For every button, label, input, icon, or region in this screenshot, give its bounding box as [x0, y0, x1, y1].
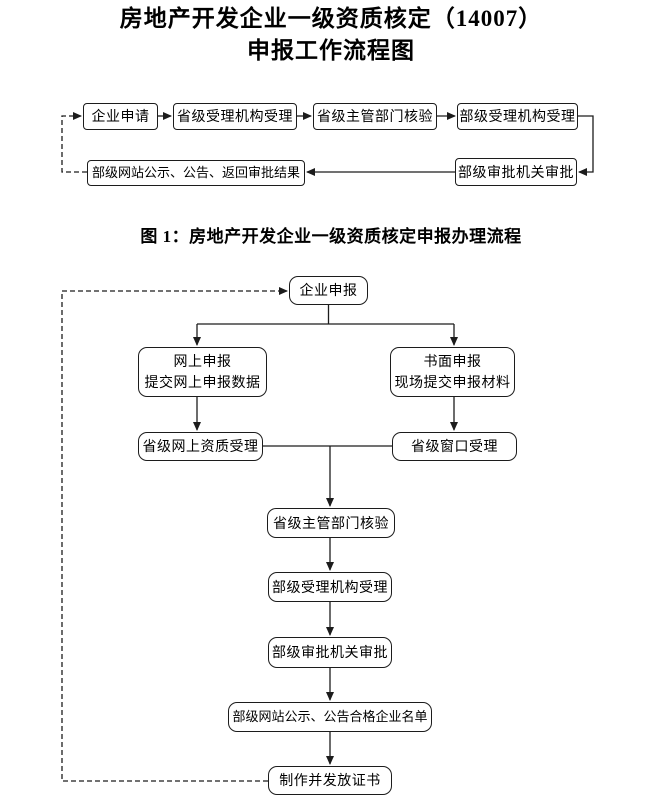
flow1-node-ministry-approve: 部级审批机关审批 [455, 158, 577, 186]
flow1-node-provincial-accept: 省级受理机构受理 [173, 103, 297, 130]
flow1-node-ministry-publish: 部级网站公示、公告、返回审批结果 [87, 160, 305, 186]
flow2-node-issue-certificate: 制作并发放证书 [268, 766, 392, 795]
flow2-node-paper-declare: 书面申报 现场提交申报材料 [390, 347, 515, 397]
flow2-node-provincial-window-accept: 省级窗口受理 [392, 432, 517, 461]
flow2-node-ministry-publish: 部级网站公示、公告合格企业名单 [228, 702, 432, 732]
flow1-node-provincial-verify: 省级主管部门核验 [313, 103, 437, 130]
flow1-node-enterprise-apply: 企业申请 [83, 103, 158, 130]
edge-certificate-back-to-declare-dashed [61, 287, 288, 782]
edge-declare-stem [197, 305, 454, 325]
flow2-node-enterprise-declare: 企业申报 [289, 276, 368, 305]
figure-caption: 图 1：房地产开发企业一级资质核定申报办理流程 [140, 227, 522, 246]
edge-publish-back-to-apply-dashed [61, 112, 87, 173]
flow1-node-ministry-accept: 部级受理机构受理 [457, 103, 578, 130]
flow2-node-provincial-online-accept: 省级网上资质受理 [138, 432, 263, 461]
flow2-node-online-declare: 网上申报 提交网上申报数据 [138, 347, 267, 397]
flow2-node-ministry-accept: 部级受理机构受理 [268, 572, 392, 602]
flow2-node-provincial-verify: 省级主管部门核验 [267, 508, 395, 538]
page-title: 房地产开发企业一级资质核定（14007） 申报工作流程图 [119, 6, 543, 63]
flow2-node-ministry-approve: 部级审批机关审批 [268, 637, 392, 668]
edge-min-accept-to-min-approve [578, 115, 594, 176]
